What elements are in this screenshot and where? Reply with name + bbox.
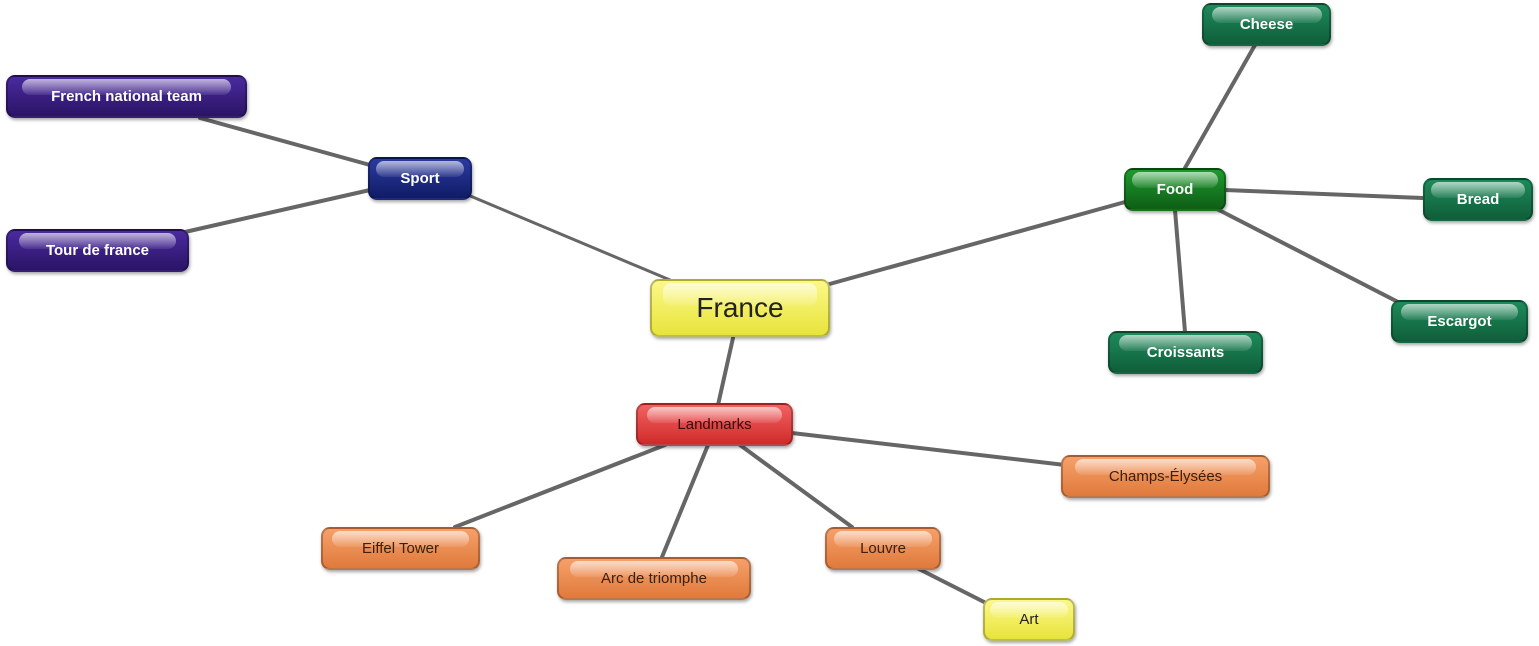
edge-landmarks-eiffel-tower	[453, 443, 667, 529]
node-label: Tour de france	[45, 242, 150, 259]
node-sport[interactable]: Sport	[368, 157, 472, 200]
node-label: Croissants	[1146, 344, 1225, 361]
edge-landmarks-louvre	[738, 443, 854, 529]
node-label: French national team	[51, 88, 202, 105]
node-label: Louvre	[860, 540, 906, 557]
edge-root-food	[824, 200, 1127, 287]
node-label: Eiffel Tower	[362, 540, 439, 557]
edge-landmarks-champs-elysees	[790, 431, 1067, 467]
edge-food-bread	[1223, 188, 1425, 200]
edge-food-croissants	[1173, 208, 1187, 334]
node-label: France	[696, 292, 784, 323]
node-landmarks[interactable]: Landmarks	[636, 403, 793, 446]
edge-food-cheese	[1183, 43, 1257, 170]
node-label: Arc de triomphe	[601, 570, 707, 587]
edge-sport-french-national-team	[198, 116, 372, 167]
node-label: Sport	[400, 170, 440, 187]
node-champs-elysees[interactable]: Champs-Élysées	[1061, 455, 1270, 498]
node-art[interactable]: Art	[983, 598, 1075, 641]
edge-root-sport	[466, 193, 672, 282]
node-label: Food	[1156, 181, 1194, 198]
edge-louvre-art	[913, 565, 992, 607]
node-french-national-team[interactable]: French national team	[6, 75, 247, 118]
node-louvre[interactable]: Louvre	[825, 527, 941, 570]
edge-food-escargot	[1213, 206, 1402, 305]
edge-root-landmarks	[716, 336, 735, 407]
node-bread[interactable]: Bread	[1423, 178, 1533, 221]
node-cheese[interactable]: Cheese	[1202, 3, 1331, 46]
node-label: Escargot	[1427, 313, 1492, 330]
node-label: Landmarks	[677, 416, 752, 433]
node-root-france[interactable]: France	[650, 279, 830, 337]
node-label: Art	[1019, 611, 1039, 628]
node-label: Bread	[1456, 191, 1500, 208]
node-escargot[interactable]: Escargot	[1391, 300, 1528, 343]
node-food[interactable]: Food	[1124, 168, 1226, 211]
node-arc-de-triomphe[interactable]: Arc de triomphe	[557, 557, 751, 600]
node-label: Cheese	[1239, 16, 1294, 33]
node-eiffel-tower[interactable]: Eiffel Tower	[321, 527, 480, 570]
node-label: Champs-Élysées	[1108, 468, 1223, 485]
node-tour-de-france[interactable]: Tour de france	[6, 229, 189, 272]
node-croissants[interactable]: Croissants	[1108, 331, 1263, 374]
edge-landmarks-arc-de-triomphe	[660, 443, 710, 559]
edge-sport-tour-de-france	[183, 188, 372, 234]
